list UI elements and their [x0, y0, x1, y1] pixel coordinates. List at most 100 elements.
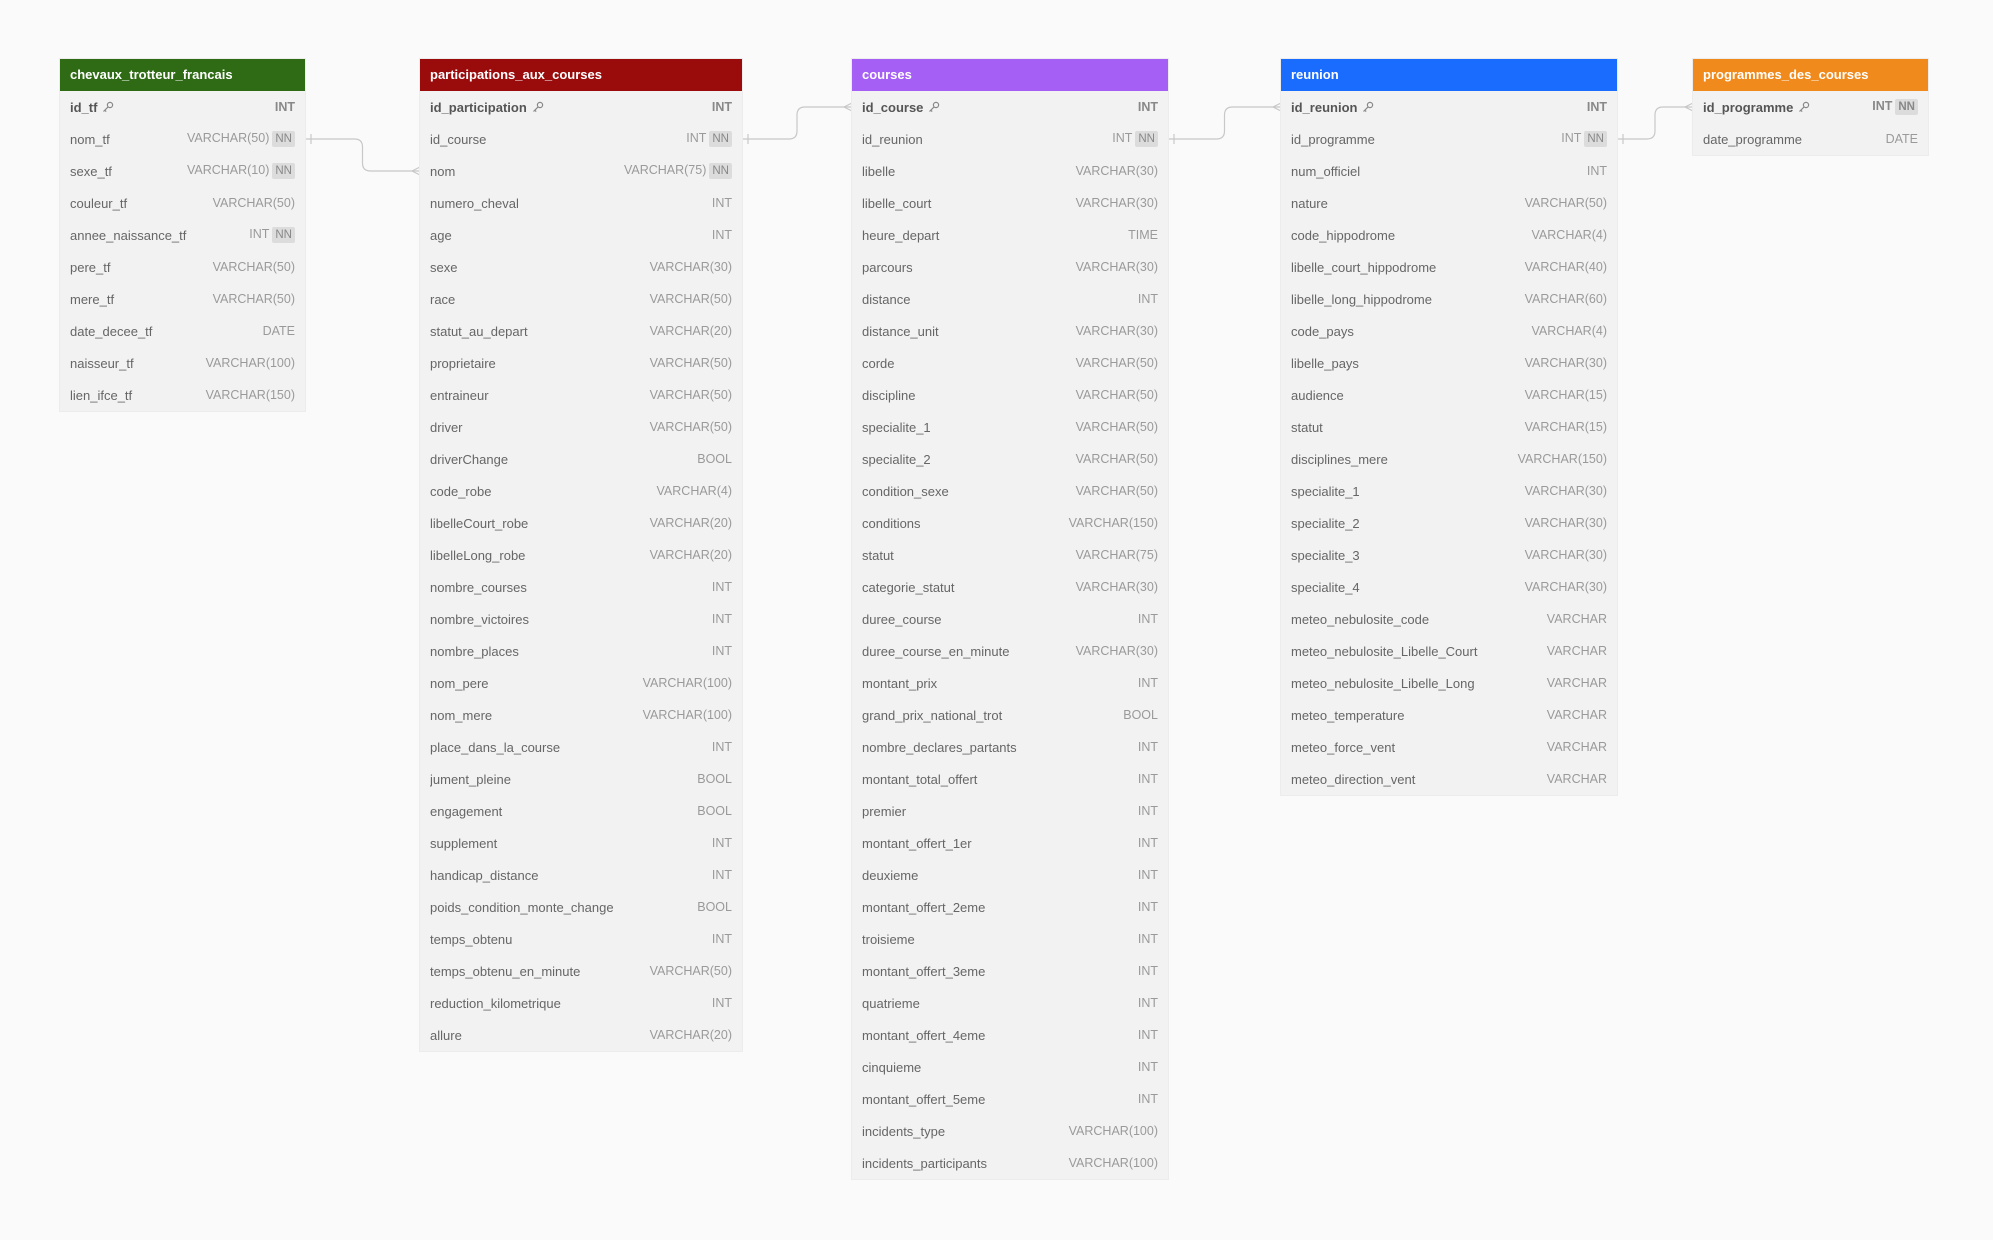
table-header[interactable]: reunion — [1281, 59, 1617, 91]
table-header[interactable]: courses — [852, 59, 1168, 91]
table-header[interactable]: participations_aux_courses — [420, 59, 742, 91]
table-header[interactable]: chevaux_trotteur_francais — [60, 59, 305, 91]
table-header[interactable]: programmes_des_courses — [1693, 59, 1928, 91]
